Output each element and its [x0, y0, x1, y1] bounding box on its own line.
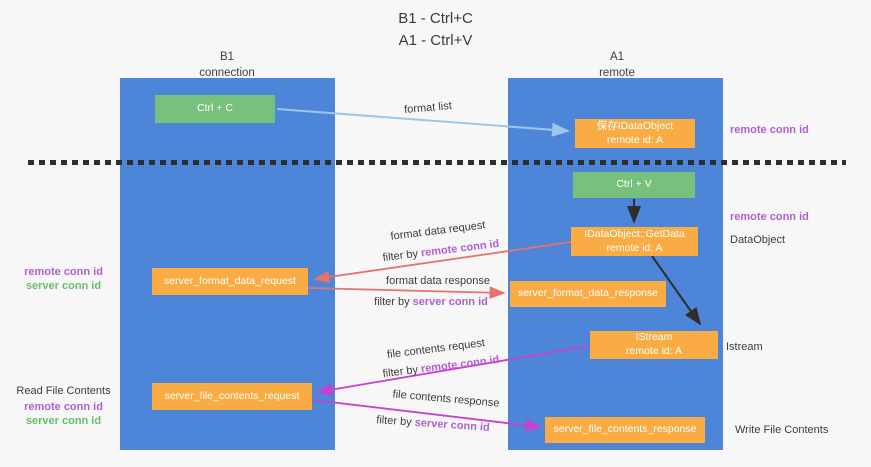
title-line-2: A1 - Ctrl+V [398, 31, 473, 49]
server-format-data-request-label: server_format_data_request [164, 274, 296, 287]
right-column-subtitle: remote [599, 66, 635, 79]
page-title: B1 - Ctrl+C A1 - Ctrl+V [0, 8, 871, 52]
left-remote-conn-id-1: remote conn id [24, 266, 103, 278]
idataobject-getdata-line1: IDataObject::GetData [584, 227, 685, 240]
left-server-conn-id-2: server conn id [25, 414, 102, 427]
filter-by-prefix-1: filter by [382, 247, 422, 265]
filter-by-prefix-3: filter by [382, 363, 422, 381]
filter-by-remote-conn-id-label-1: filter by remote conn id [382, 238, 500, 264]
istream-line1: IStream [635, 331, 673, 344]
remote-conn-id-key-2: remote conn id [420, 353, 500, 376]
filter-by-prefix-4: filter by [375, 414, 416, 429]
server-format-data-response-box: server_format_data_response [510, 281, 666, 307]
server-file-contents-request-box: server_file_contents_request [152, 383, 312, 410]
title-line-1: B1 - Ctrl+C [398, 10, 473, 27]
ctrl-v-label: Ctrl + V [616, 178, 652, 191]
ctrl-v-box: Ctrl + V [573, 172, 695, 198]
dashed-divider [28, 160, 846, 165]
file-contents-response-label: file contents response [392, 388, 500, 410]
right-write-file-contents-label: Write File Contents [735, 424, 829, 436]
left-remote-conn-id-2: remote conn id [24, 401, 103, 413]
format-data-request-label: format data request [389, 219, 487, 243]
format-list-label: format list [403, 99, 453, 117]
left-column-name: B1 [219, 51, 235, 63]
right-remote-conn-id-mid: remote conn id [730, 211, 809, 223]
server-format-data-response-label: server_format_data_response [517, 287, 659, 300]
istream-line2: remote id: A [625, 345, 683, 357]
right-remote-conn-id-top: remote conn id [730, 124, 809, 136]
ctrl-c-box: Ctrl + C [155, 95, 275, 123]
server-file-contents-response-label: server_file_contents_response [553, 423, 697, 436]
ctrl-c-label: Ctrl + C [197, 102, 233, 115]
server-conn-id-key-1: server conn id [412, 296, 488, 308]
left-column-header: B1 connection [167, 50, 287, 81]
left-conn-ids-block-2: remote conn id server conn id [6, 401, 121, 429]
server-conn-id-key-2: server conn id [414, 416, 491, 434]
save-idataobject-box: 保存IDataObject remote id: A [575, 119, 695, 148]
save-idataobject-line2: remote id: A [606, 133, 664, 146]
right-dataobject-label: DataObject [730, 234, 786, 246]
arrow-format-data-response [308, 286, 506, 299]
filter-by-prefix-2: filter by [374, 296, 413, 308]
filter-by-server-conn-id-label-1: filter by server conn id [374, 296, 488, 308]
right-column-header: A1 remote [557, 50, 677, 81]
server-file-contents-response-box: server_file_contents_response [545, 417, 705, 443]
server-file-contents-request-label: server_file_contents_request [164, 389, 300, 402]
idataobject-getdata-box: IDataObject::GetData remote id: A [571, 227, 698, 256]
filter-by-server-conn-id-label-2: filter by server conn id [376, 414, 490, 434]
left-conn-ids-block-1: remote conn id server conn id [6, 266, 121, 294]
right-istream-label: Istream [726, 341, 763, 353]
istream-box: IStream remote id: A [590, 331, 718, 359]
left-read-file-contents-label: Read File Contents [16, 385, 111, 397]
server-format-data-request-box: server_format_data_request [152, 268, 308, 295]
remote-conn-id-key-1: remote conn id [420, 237, 500, 260]
save-idataobject-line1: 保存IDataObject [596, 119, 674, 132]
left-server-conn-id-1: server conn id [25, 279, 102, 292]
left-column-subtitle: connection [199, 66, 255, 79]
right-column-name: A1 [609, 51, 625, 63]
idataobject-getdata-line2: remote id: A [606, 241, 663, 254]
format-data-response-label: format data response [386, 275, 490, 287]
